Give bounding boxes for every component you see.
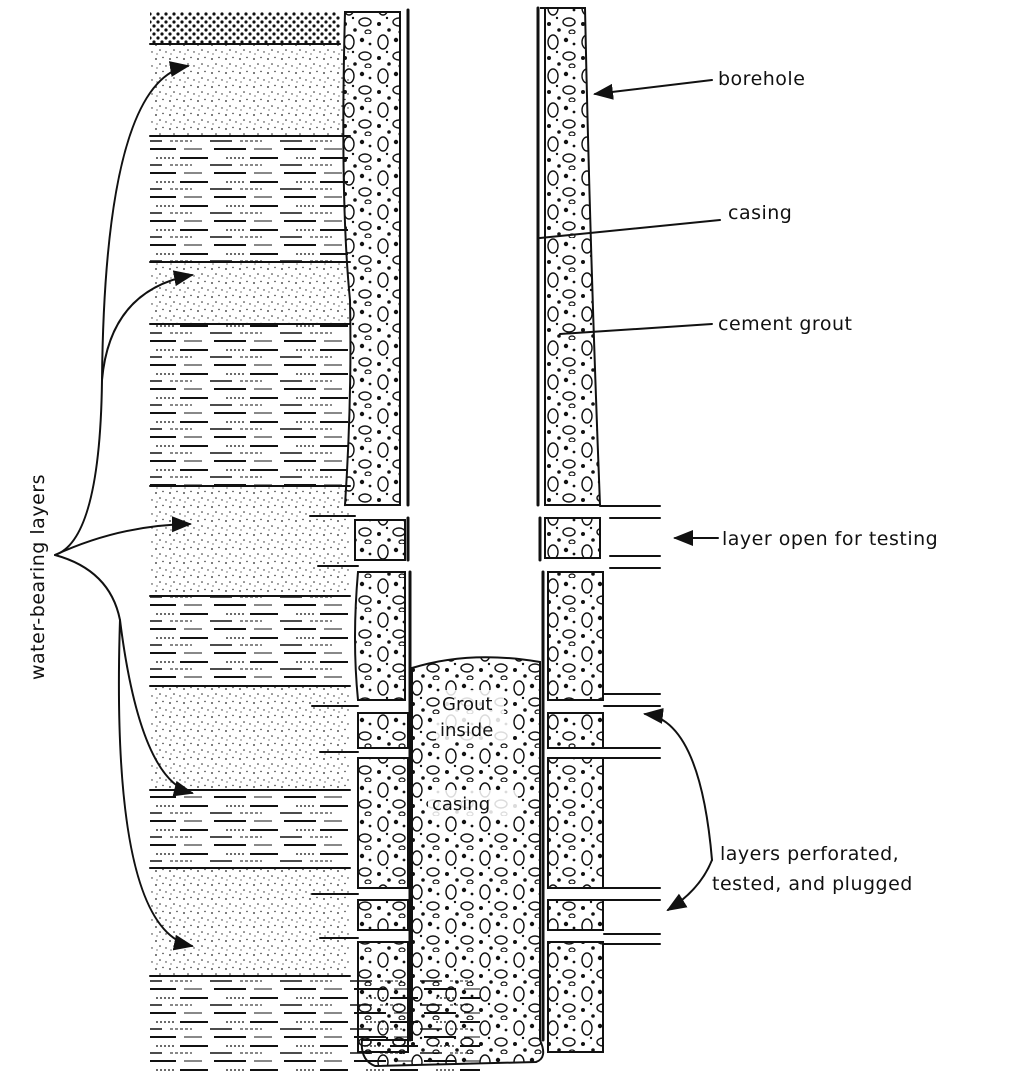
label-cement-grout: cement grout [718,313,852,335]
perforated-leader-upper [645,714,712,860]
label-water-bearing-layers: water-bearing layers [27,474,49,680]
sand-layer-1 [150,44,350,136]
label-layer-open: layer open for testing [722,528,938,550]
top-dense-sand-layer [150,12,340,44]
label-layers-perforated-line2: tested, and plugged [712,873,913,895]
clay-layer-2 [150,324,350,486]
sand-layer-2 [150,262,350,324]
clay-layer-1 [150,136,350,262]
label-borehole: borehole [718,68,805,90]
sand-layer-3 [150,486,350,596]
label-grout-inside-casing-3: casing [432,794,490,815]
sand-layer-4 [150,686,350,790]
clay-layer-4 [150,790,350,868]
left-grout-column [343,12,408,1052]
perforated-leader-lower [668,860,712,910]
label-grout-inside-casing-1: Grout [442,694,492,715]
right-grout-column [540,8,603,1052]
label-grout-inside-casing-2: inside [440,720,493,741]
label-casing: casing [728,202,792,224]
label-layers-perforated-line1: layers perforated, [720,843,899,865]
borehole-leader [595,80,712,94]
clay-layer-3 [150,596,350,686]
sand-layer-5 [150,868,350,976]
